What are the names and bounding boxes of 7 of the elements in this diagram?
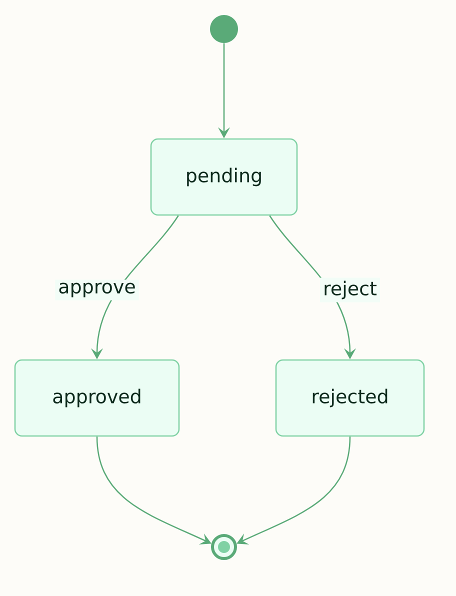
edge-label: approve (55, 280, 139, 300)
state-box: approved (14, 359, 180, 437)
end-circle (211, 534, 237, 560)
state-box: pending (150, 138, 298, 216)
edge-label: reject (320, 278, 380, 302)
state-box: rejected (275, 359, 425, 437)
start-circle (210, 15, 238, 43)
